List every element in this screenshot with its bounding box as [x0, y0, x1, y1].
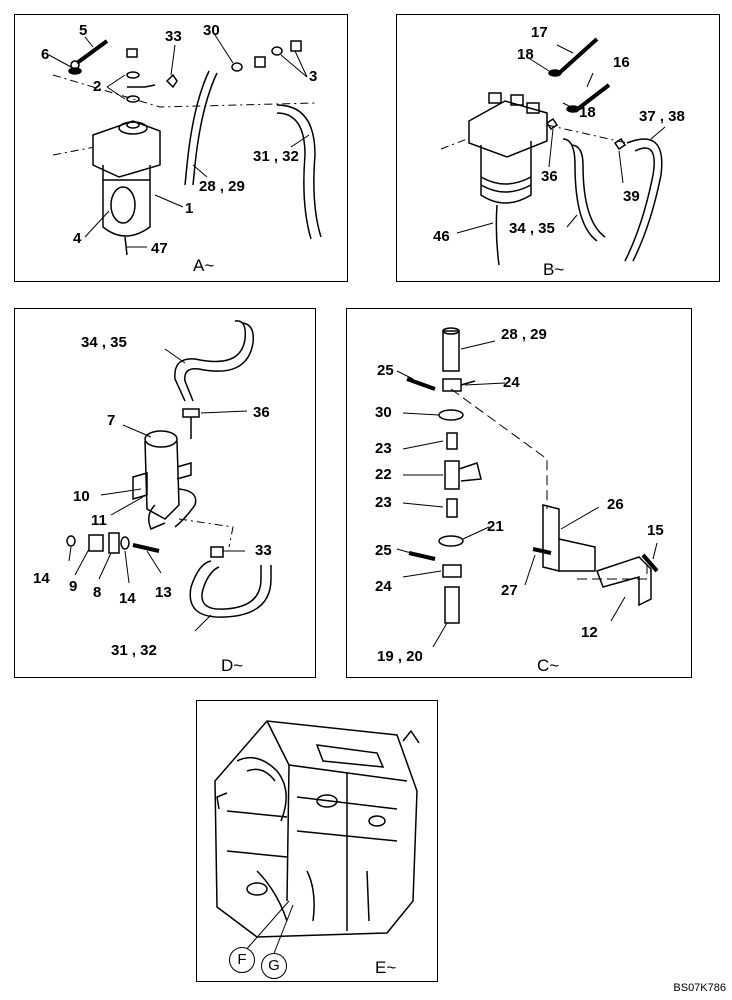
part-label: 28 , 29: [199, 178, 245, 195]
part-label: 16: [613, 54, 630, 71]
part-label: 39: [623, 188, 640, 205]
part-label: 4: [73, 230, 82, 247]
panel-e-drawing: [214, 720, 420, 962]
part-label: 25: [377, 362, 394, 379]
part-label: 31 , 32: [111, 642, 157, 659]
part-label: 25: [375, 542, 392, 559]
part-label: 21: [487, 518, 504, 535]
part-label: 33: [165, 28, 182, 45]
part-label: 47: [151, 240, 168, 257]
part-label: 28 , 29: [501, 326, 547, 343]
part-label: 14: [119, 590, 136, 607]
part-label: 5: [79, 22, 88, 39]
panel-c: 28 , 29 25 24 30 23 22 23 21 26 15 25 27…: [346, 308, 692, 678]
part-label: 31 , 32: [253, 148, 299, 165]
callout-f-circle: F: [229, 947, 255, 973]
panel-caption: B~: [543, 260, 565, 279]
part-label: 18: [579, 104, 596, 121]
part-label: 46: [433, 228, 450, 245]
part-label: 11: [91, 512, 107, 529]
part-label: 30: [375, 404, 392, 421]
panel-a-drawing: [48, 34, 322, 256]
part-label: 24: [503, 374, 520, 391]
part-label: 3: [309, 68, 318, 85]
panel-d: 34 , 35 7 36 10 11 33 14 9 8 14 13 31 , …: [14, 308, 316, 678]
part-label: 15: [647, 522, 664, 539]
part-label: 34 , 35: [81, 334, 127, 351]
part-label: 24: [375, 578, 392, 595]
part-label: 19 , 20: [377, 648, 423, 665]
part-label: 13: [155, 584, 172, 601]
callout-g-circle: G: [261, 953, 287, 979]
drawing-code: BS07K786: [673, 982, 726, 994]
part-label: 10: [73, 488, 90, 505]
part-label: 36: [541, 168, 558, 185]
panel-b-drawing: [440, 37, 666, 266]
part-label: 33: [255, 542, 272, 559]
panel-caption: C~: [537, 656, 560, 675]
panel-b: 17 18 16 18 37 , 38 36 39 34 , 35 46 B~: [396, 14, 720, 282]
panel-c-drawing: [396, 327, 659, 648]
panel-e: F G E~: [196, 700, 438, 982]
part-label: 7: [107, 412, 116, 429]
part-label: 36: [253, 404, 270, 421]
part-label: 34 , 35: [509, 220, 555, 237]
part-label: 26: [607, 496, 624, 513]
part-label: 2: [93, 78, 102, 95]
part-label: 27: [501, 582, 518, 599]
panel-d-drawing: [66, 320, 272, 632]
panel-a: 5 6 2 33 30 3 31 , 32 28 , 29 1 4 47 A~: [14, 14, 348, 282]
part-label: 18: [517, 46, 534, 63]
panel-caption: A~: [193, 256, 215, 275]
part-label: 14: [33, 570, 50, 587]
part-label: 9: [69, 578, 78, 595]
part-label: 8: [93, 584, 102, 601]
part-label: 22: [375, 466, 392, 483]
part-label: 6: [41, 46, 50, 63]
part-label: 23: [375, 494, 392, 511]
panel-caption: D~: [221, 656, 244, 675]
panel-caption: E~: [375, 958, 397, 977]
part-label: 23: [375, 440, 392, 457]
part-label: 17: [531, 24, 548, 41]
part-label: 30: [203, 22, 220, 39]
part-label: 1: [185, 200, 194, 217]
part-label: 37 , 38: [639, 108, 685, 125]
part-label: 12: [581, 624, 598, 641]
